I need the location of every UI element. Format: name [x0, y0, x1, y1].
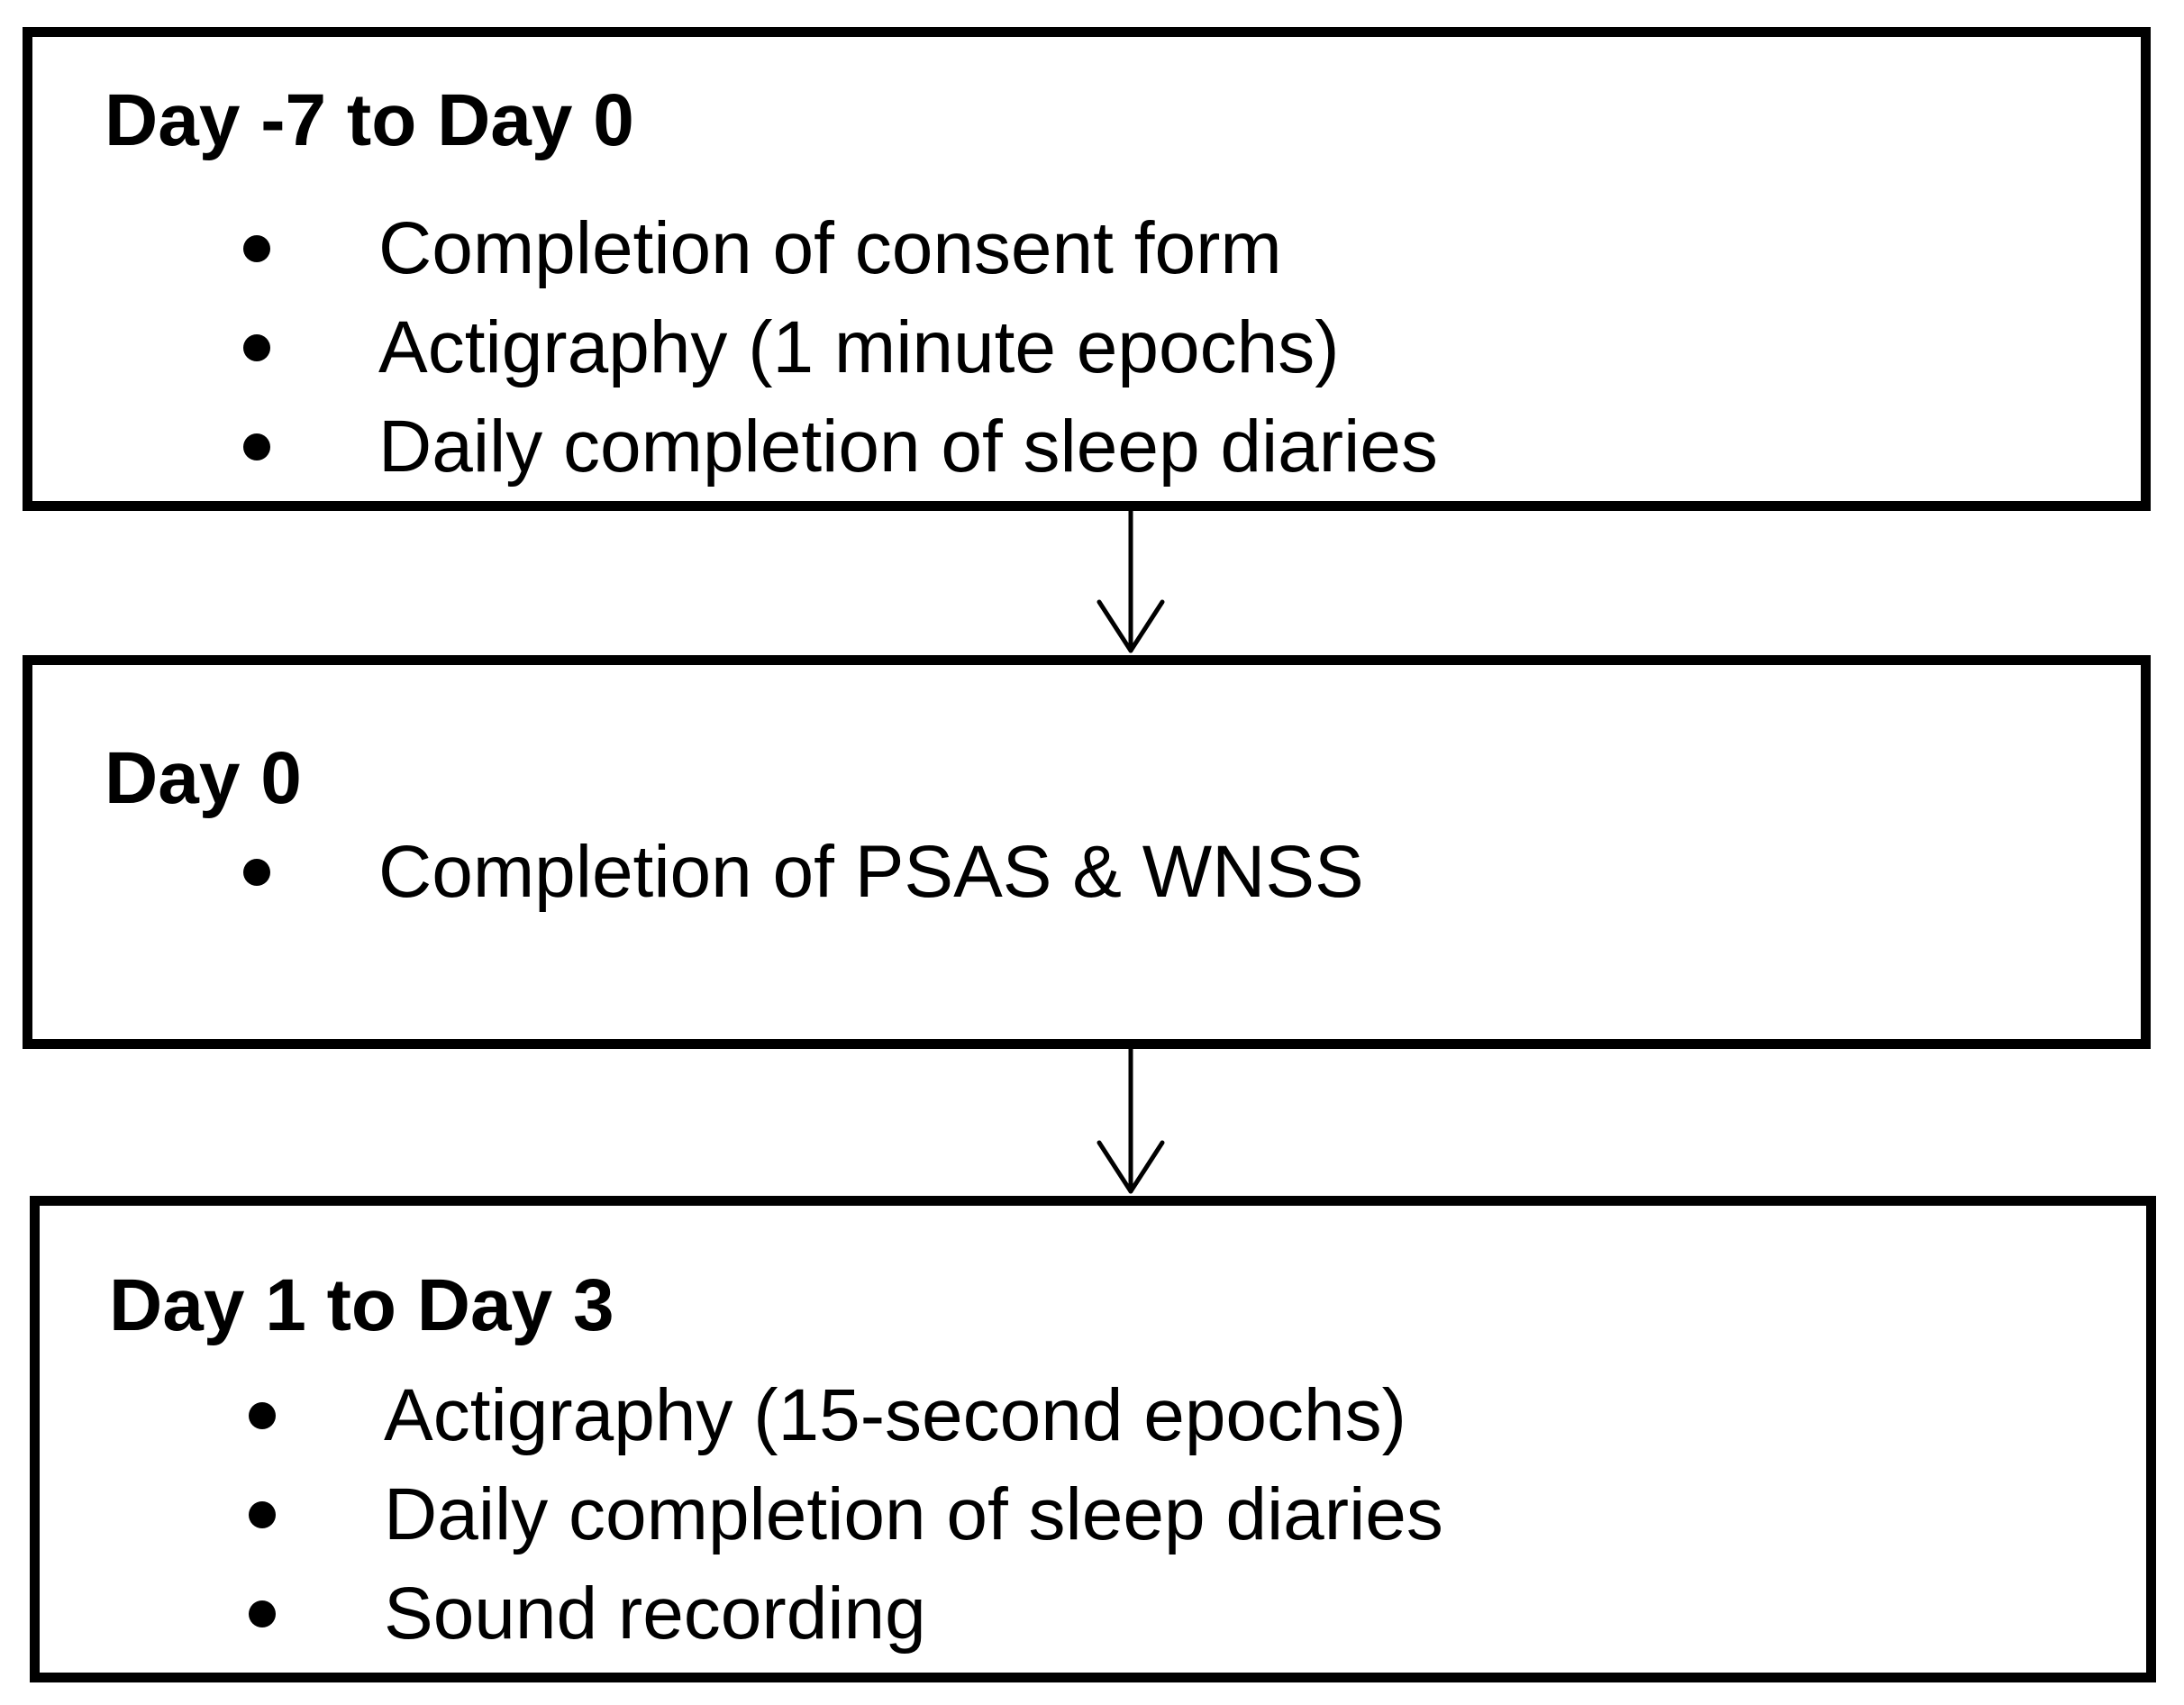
arrow-down-icon [1097, 1046, 1165, 1194]
list-item: Daily completion of sleep diaries [243, 397, 1438, 497]
step-title: Day 1 to Day 3 [109, 1264, 614, 1346]
list-item-label: Daily completion of sleep diaries [384, 1473, 1443, 1555]
list-item-label: Daily completion of sleep diaries [378, 406, 1438, 488]
list-item: Sound recording [249, 1564, 1443, 1664]
bullet-icon [243, 433, 270, 460]
bullet-icon [249, 1501, 276, 1528]
step-title: Day -7 to Day 0 [105, 79, 634, 161]
arrow-head [1097, 1140, 1165, 1194]
arrow-head [1097, 599, 1165, 653]
list-item-label: Completion of consent form [378, 207, 1282, 289]
bullet-icon [243, 334, 270, 361]
bullet-icon [249, 1402, 276, 1429]
list-item-label: Completion of PSAS & WNSS [378, 831, 1364, 913]
step-title: Day 0 [105, 737, 302, 819]
step-item-list: Completion of consent form Actigraphy (1… [243, 199, 1438, 497]
bullet-icon [249, 1600, 276, 1628]
list-item: Actigraphy (1 minute epochs) [243, 298, 1438, 397]
list-item-label: Actigraphy (1 minute epochs) [378, 306, 1340, 388]
step-item-list: Actigraphy (15-second epochs) Daily comp… [249, 1366, 1443, 1664]
step-box-day-minus7-to-day0: Day -7 to Day 0 Completion of consent fo… [23, 27, 2151, 511]
list-item-label: Sound recording [384, 1573, 926, 1655]
list-item: Completion of consent form [243, 199, 1438, 298]
list-item-label: Actigraphy (15-second epochs) [384, 1374, 1406, 1456]
list-item: Daily completion of sleep diaries [249, 1465, 1443, 1564]
list-item: Completion of PSAS & WNSS [243, 823, 1364, 922]
step-item-list: Completion of PSAS & WNSS [243, 823, 1364, 922]
bullet-icon [243, 859, 270, 886]
bullet-icon [243, 235, 270, 262]
step-box-day0: Day 0 Completion of PSAS & WNSS [23, 655, 2151, 1049]
list-item: Actigraphy (15-second epochs) [249, 1366, 1443, 1465]
step-box-day1-to-day3: Day 1 to Day 3 Actigraphy (15-second epo… [30, 1196, 2156, 1682]
arrow-down-icon [1097, 508, 1165, 653]
